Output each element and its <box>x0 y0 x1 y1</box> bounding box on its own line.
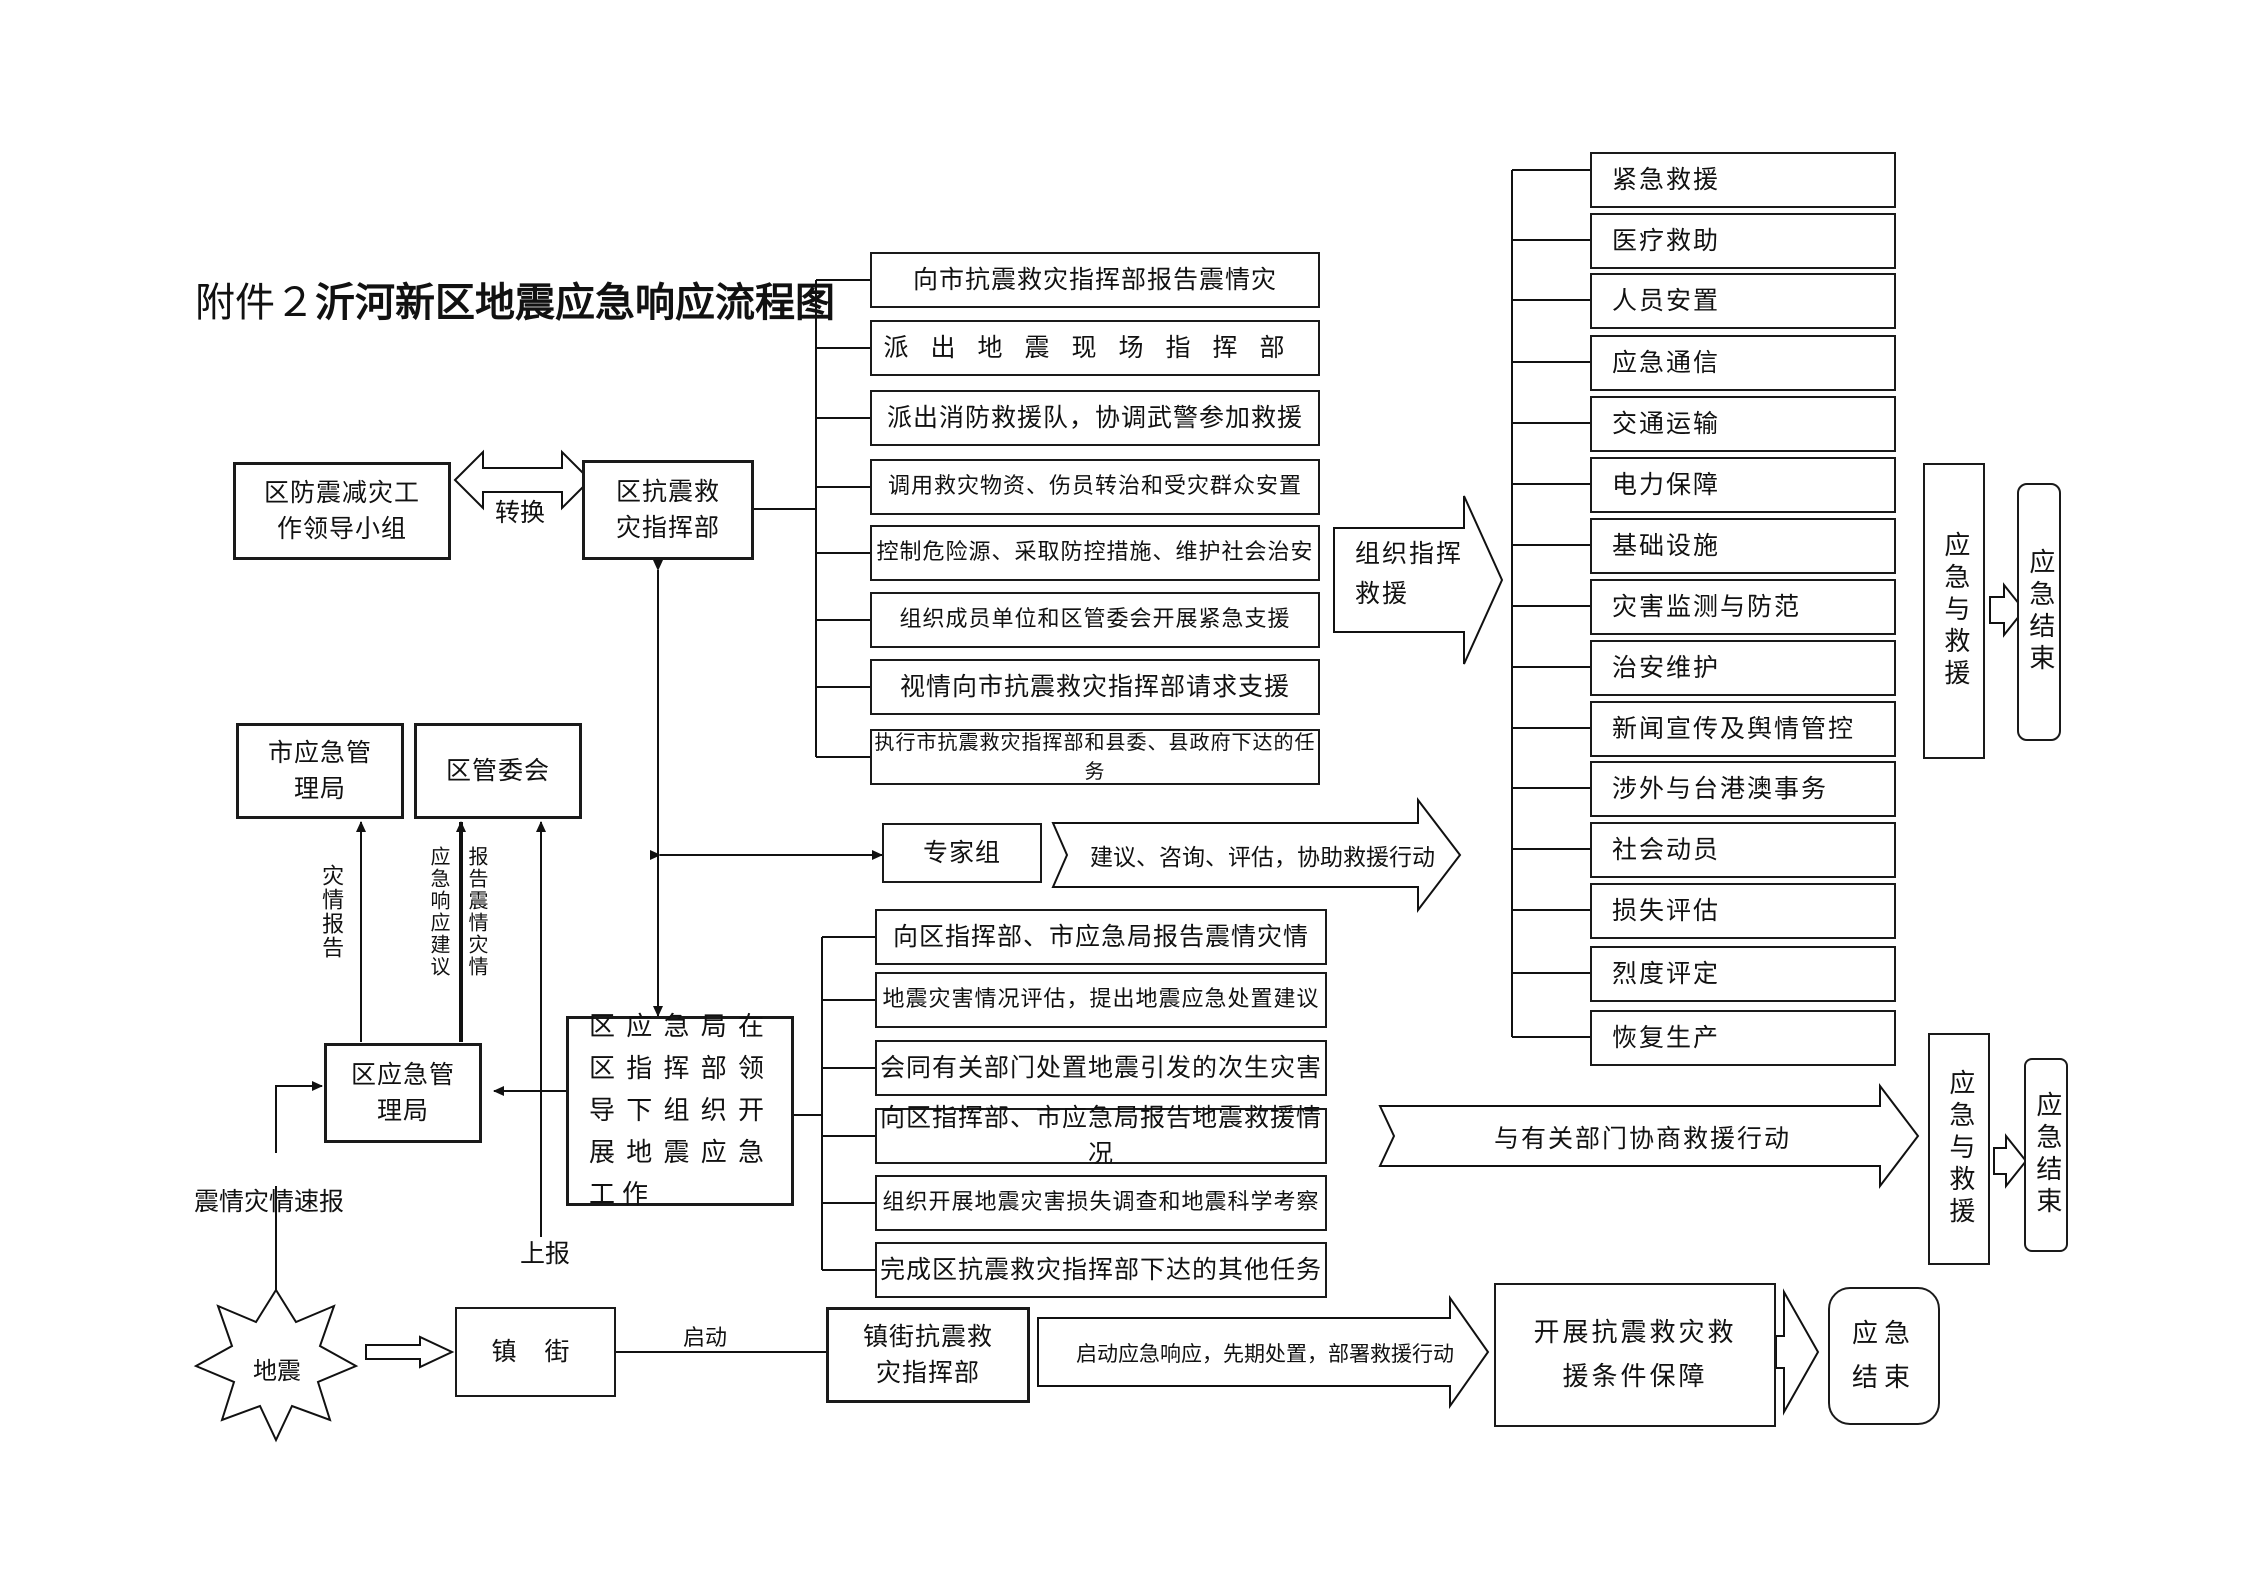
rescue-item-3: 人员安置 <box>1590 273 1896 329</box>
disaster-report-label: 灾情报告 <box>318 864 344 960</box>
report-quake-label: 报告震情灾情 <box>465 846 489 978</box>
rescue-item-14: 烈度评定 <box>1590 946 1896 1002</box>
rescue-item-15: 恢复生产 <box>1590 1010 1896 1066</box>
rescue-item-12: 社会动员 <box>1590 822 1896 878</box>
district-bureau-box: 区应急管理局 <box>324 1043 482 1143</box>
quick-report-label: 震情灾情速报 <box>194 1187 345 1216</box>
town-arrow <box>1037 1294 1490 1410</box>
committee-box: 区管委会 <box>414 723 582 819</box>
leader-group-box: 区防震减灾工作领导小组 <box>233 462 451 560</box>
bureau-work-box: 区应急局在区指挥部领导下组织开展地震应急工作 <box>566 1012 794 1210</box>
quake-star <box>193 1288 359 1443</box>
bureau-task-3: 会同有关部门处置地震引发的次生灾害 <box>875 1040 1327 1096</box>
hq-task-2: 派出地震现场指挥部 <box>870 320 1320 376</box>
town-hq-box: 镇街抗震救灾指挥部 <box>826 1307 1030 1403</box>
response-suggest-label: 应急响应建议 <box>427 846 451 978</box>
organize-arrow <box>1333 495 1504 665</box>
bureau-task-6: 完成区抗震救灾指挥部下达的其他任务 <box>875 1242 1327 1298</box>
organize-label: 组织指挥救援 <box>1355 539 1464 608</box>
rescue-item-9: 治安维护 <box>1590 640 1896 696</box>
rescue-item-6: 电力保障 <box>1590 457 1896 513</box>
hq-task-3: 派出消防救援队，协调武警参加救援 <box>870 390 1320 446</box>
emergency-rescue-box-2: 应急与救援 <box>1928 1033 1990 1265</box>
town-box: 镇 街 <box>455 1307 616 1397</box>
city-bureau-box: 市应急管理局 <box>236 723 404 819</box>
rescue-item-13: 损失评估 <box>1590 883 1896 939</box>
emergency-end-box-1: 应急结束 <box>2017 483 2061 741</box>
quake-arrow <box>365 1335 455 1369</box>
expert-box: 专家组 <box>882 823 1042 883</box>
hq-task-4: 调用救灾物资、伤员转治和受灾群众安置 <box>870 459 1320 515</box>
town-arrow-label: 启动应急响应，先期处置，部署救援行动 <box>1076 1342 1454 1366</box>
emergency-rescue-box-1: 应急与救援 <box>1923 463 1985 759</box>
expert-advice-label: 建议、咨询、评估，协助救援行动 <box>1090 845 1435 871</box>
hq-task-8: 执行市抗震救灾指挥部和县委、县政府下达的任务 <box>870 729 1320 785</box>
start-label: 启动 <box>683 1326 728 1351</box>
rescue-item-5: 交通运输 <box>1590 396 1896 452</box>
hq-task-5: 控制危险源、采取防控措施、维护社会治安 <box>870 525 1320 581</box>
bureau-task-5: 组织开展地震灾害损失调查和地震科学考察 <box>875 1175 1327 1231</box>
quake-label: 地震 <box>253 1357 301 1385</box>
rescue-item-7: 基础设施 <box>1590 518 1896 574</box>
hq-task-6: 组织成员单位和区管委会开展紧急支援 <box>870 592 1320 648</box>
hq-task-7: 视情向市抗震救灾指挥部请求支援 <box>870 659 1320 715</box>
hq-box: 区抗震救灾指挥部 <box>582 460 754 560</box>
upward-label: 上报 <box>520 1239 571 1268</box>
bureau-task-2: 地震灾害情况评估，提出地震应急处置建议 <box>875 972 1327 1028</box>
rescue-item-1: 紧急救援 <box>1590 152 1896 208</box>
emergency-end-box-2: 应急结束 <box>2024 1058 2068 1252</box>
coop-arrow <box>1378 1083 1920 1189</box>
rescue-item-8: 灾害监测与防范 <box>1590 579 1896 635</box>
page-title: 附件２沂河新区地震应急响应流程图 <box>195 280 835 326</box>
end-box: 应急结束 <box>1828 1287 1940 1425</box>
switch-label: 转换 <box>495 498 546 527</box>
bureau-task-4: 向区指挥部、市应急局报告地震救援情况 <box>875 1103 1327 1168</box>
rescue-item-10: 新闻宣传及舆情管控 <box>1590 701 1896 757</box>
coop-label: 与有关部门协商救援行动 <box>1494 1124 1792 1153</box>
bureau-task-1: 向区指挥部、市应急局报告震情灾情 <box>875 909 1327 965</box>
support-box: 开展抗震救灾救援条件保障 <box>1494 1283 1776 1427</box>
rescue-item-11: 涉外与台港澳事务 <box>1590 761 1896 817</box>
expert-advice-arrow <box>1051 797 1462 913</box>
rescue-item-2: 医疗救助 <box>1590 213 1896 269</box>
hq-task-1: 向市抗震救灾指挥部报告震情灾 <box>870 252 1320 308</box>
rescue-item-4: 应急通信 <box>1590 335 1896 391</box>
